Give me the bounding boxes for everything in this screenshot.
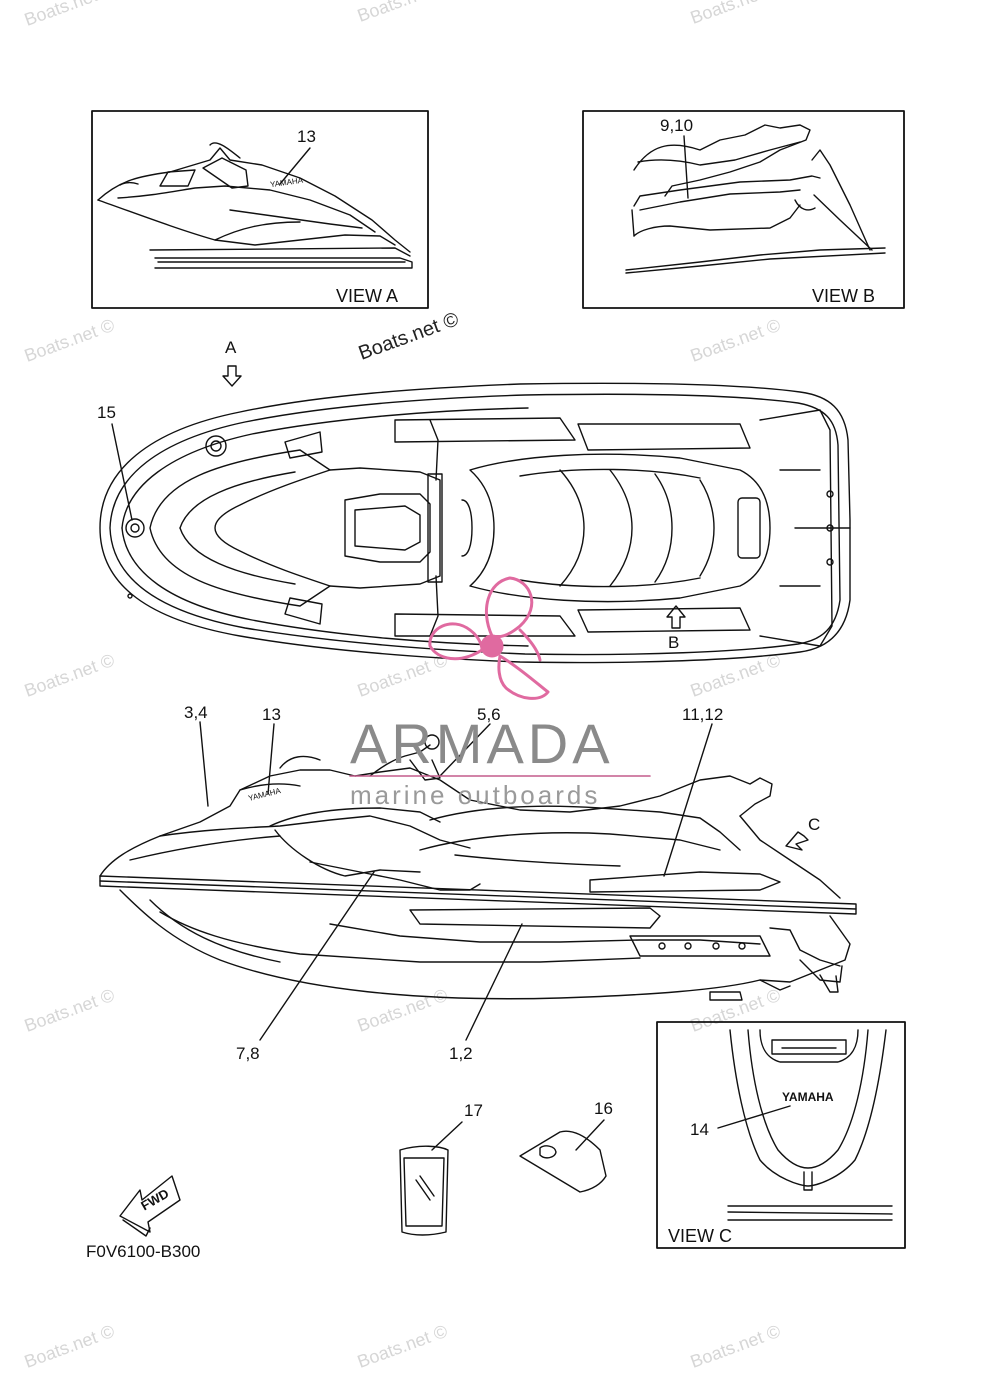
view-c-label: VIEW C (668, 1226, 733, 1246)
view-a-arrow (222, 365, 242, 387)
yamaha-logo-text-view-c: YAMAHA (782, 1090, 834, 1104)
diagram-code: F0V6100-B300 (86, 1242, 201, 1261)
decal-part-16 (519, 1130, 607, 1193)
callout-5-6: 5,6 (477, 705, 501, 724)
view-c-arrow (785, 831, 809, 851)
top-view-craft (99, 382, 851, 664)
leader-13-view-a (279, 147, 311, 185)
decal-part-17 (399, 1145, 449, 1236)
leader-3-4 (199, 721, 209, 807)
callout-1-2: 1,2 (449, 1044, 473, 1063)
callout-13-view-a: 13 (297, 127, 316, 146)
side-view-craft (99, 734, 857, 1001)
view-a-panel (91, 110, 429, 309)
leader-9-10 (683, 135, 689, 199)
view-b-arrow (666, 605, 686, 629)
fwd-arrow (119, 1175, 181, 1237)
armada-brand-tagline: marine outboards (350, 780, 601, 810)
callout-7-8: 7,8 (236, 1044, 260, 1063)
callout-13-side: 13 (262, 705, 281, 724)
leader-15 (111, 423, 133, 521)
callout-14: 14 (690, 1120, 709, 1139)
callout-16: 16 (594, 1099, 613, 1118)
callout-15: 15 (97, 403, 116, 422)
armada-logo-mark (428, 576, 550, 700)
callout-3-4: 3,4 (184, 703, 208, 722)
arrow-c-letter: C (808, 815, 821, 834)
leader-1-2 (465, 923, 523, 1041)
callout-9-10: 9,10 (660, 116, 694, 135)
view-b-label: VIEW B (812, 286, 876, 306)
view-a-label: VIEW A (336, 286, 399, 306)
armada-brand-title: ARMADA (350, 712, 614, 775)
leader-11-12 (663, 723, 713, 877)
leader-17 (431, 1121, 463, 1151)
callout-11-12: 11,12 (682, 705, 724, 724)
view-b-panel (582, 110, 905, 309)
callout-17: 17 (464, 1101, 483, 1120)
leader-14 (717, 1105, 791, 1129)
view-c-panel (656, 1021, 906, 1249)
leader-16 (575, 1119, 605, 1151)
arrow-b-letter: B (668, 633, 680, 652)
leader-7-8 (259, 871, 375, 1041)
leader-13-side (267, 723, 275, 795)
leader-5-6 (439, 723, 491, 777)
arrow-a-letter: A (225, 338, 237, 357)
